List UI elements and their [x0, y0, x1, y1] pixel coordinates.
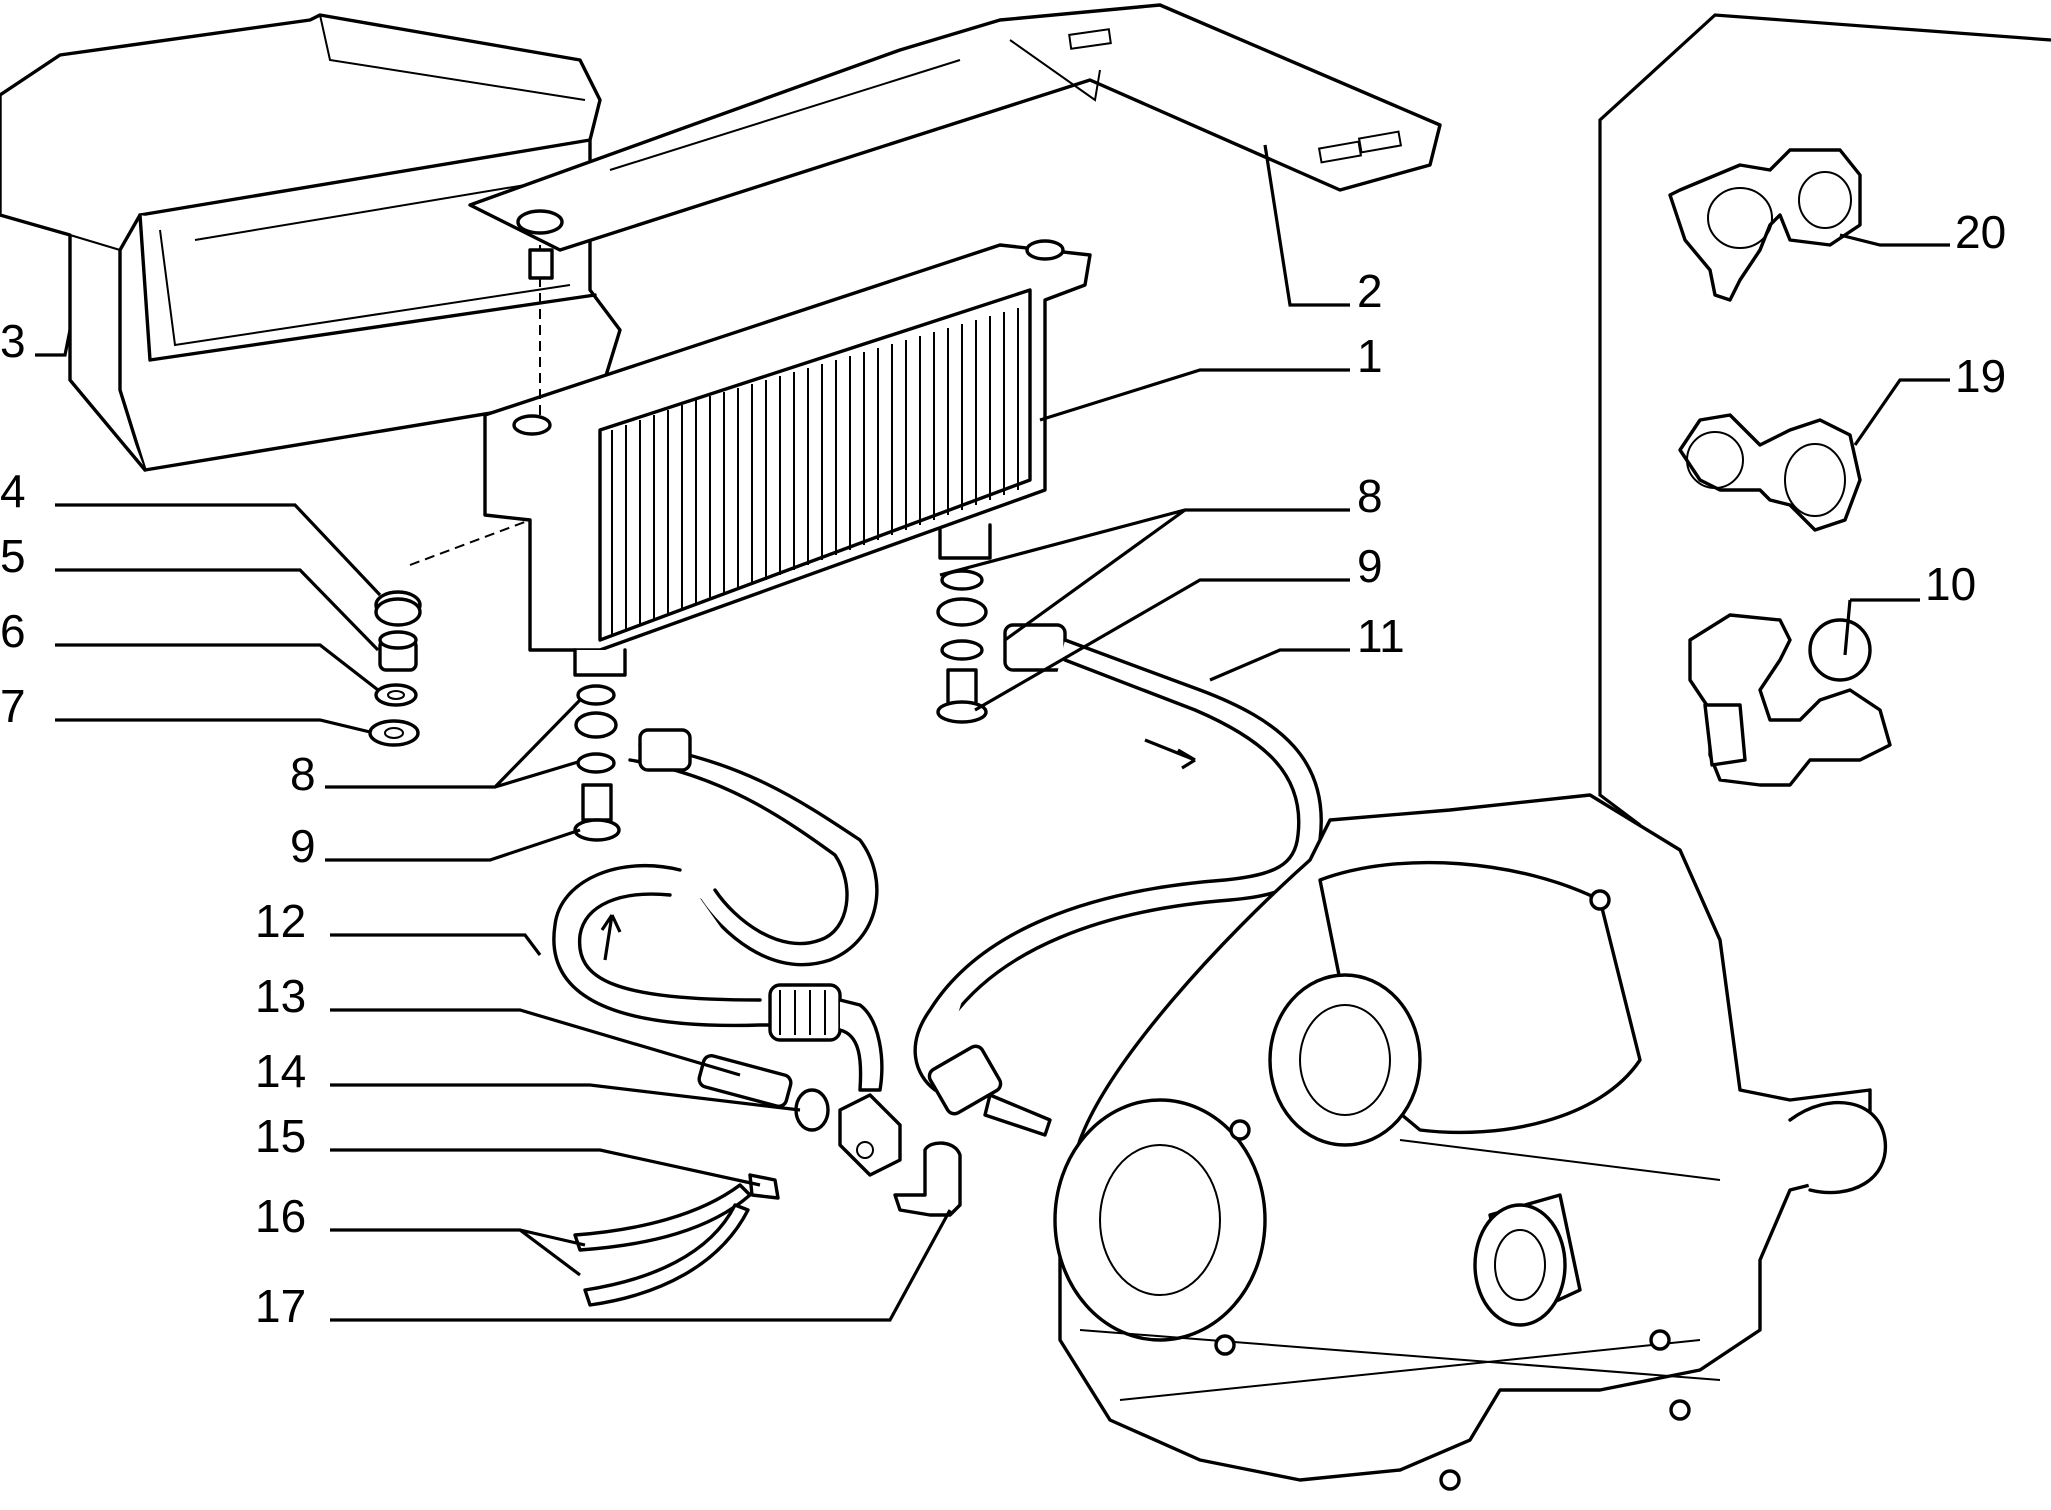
oil-hose-return — [552, 728, 884, 1092]
leader-lines — [35, 144, 1950, 1322]
callout-8-left: 8 — [290, 748, 316, 800]
callout-2: 2 — [1357, 265, 1383, 317]
callout-14: 14 — [255, 1045, 306, 1097]
callout-9-right: 9 — [1357, 540, 1383, 592]
callout-3: 3 — [0, 315, 26, 367]
callout-9-left: 9 — [290, 820, 316, 872]
hose-clip-20 — [1668, 148, 1862, 302]
callout-12: 12 — [255, 895, 306, 947]
transmission-housing — [1053, 793, 1888, 1491]
callout-8-right: 8 — [1357, 470, 1383, 522]
callout-4: 4 — [0, 465, 26, 517]
flow-arrow-icon — [1144, 738, 1196, 770]
callout-5: 5 — [0, 530, 26, 582]
air-duct-part — [0, 13, 622, 472]
hose-clip-10 — [1688, 613, 1892, 787]
callout-11: 11 — [1357, 610, 1405, 662]
callout-19: 19 — [1955, 350, 2006, 402]
callout-1: 1 — [1357, 330, 1383, 382]
mounting-bracket-part — [468, 3, 1442, 252]
callout-15: 15 — [255, 1110, 306, 1162]
inset-frame-line — [1598, 13, 2051, 827]
fitting-parts — [573, 1053, 962, 1307]
flow-arrow-icon — [600, 914, 622, 961]
callout-16: 16 — [255, 1190, 306, 1242]
banjo-fitting-left — [573, 684, 621, 842]
callout-6: 6 — [0, 605, 26, 657]
callout-17: 17 — [255, 1280, 306, 1332]
callout-13: 13 — [255, 970, 306, 1022]
callout-labels: 3 2 1 4 5 6 7 8 9 12 13 14 15 16 17 8 9 … — [0, 206, 2006, 1332]
callout-20: 20 — [1955, 206, 2006, 258]
stud-bolt — [528, 248, 554, 280]
alignment-dashline — [409, 245, 541, 566]
oil-hose-feed — [913, 623, 1323, 1137]
callout-10: 10 — [1925, 558, 1976, 610]
callout-7: 7 — [0, 680, 26, 732]
banjo-fitting-right — [936, 569, 988, 724]
isolator-stack-parts — [368, 590, 422, 747]
oil-cooler-part — [483, 239, 1092, 677]
hose-clip-19 — [1678, 413, 1862, 532]
